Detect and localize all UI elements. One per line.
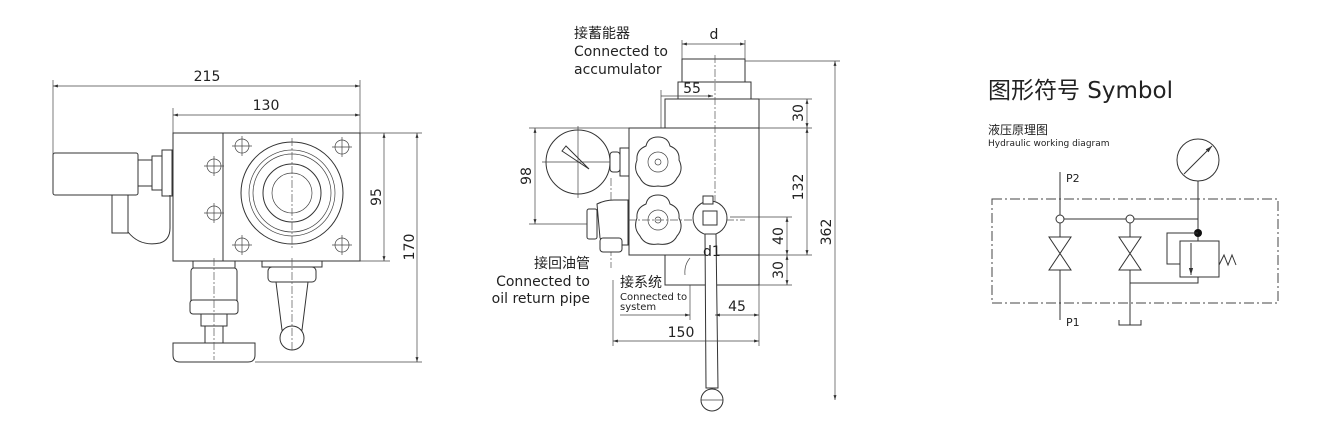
- return-label-en2: oil return pipe: [492, 291, 590, 307]
- return-pipe-fitting: [586, 199, 629, 253]
- spring-icon: [1218, 253, 1237, 267]
- accumulator-cap: [681, 58, 746, 83]
- dim-45-label: 45: [728, 299, 746, 315]
- valve-knob-bottom: [628, 194, 745, 245]
- left-view: 215 130 95 170: [52, 69, 422, 363]
- d1-label: d1: [703, 244, 721, 260]
- dim-130-label: 130: [253, 98, 280, 114]
- dim-150-label: 150: [668, 325, 695, 341]
- dim-55-label: 55: [683, 81, 701, 97]
- symbol-subtitle-en: Hydraulic working diagram: [988, 139, 1110, 149]
- handle-side: [261, 258, 323, 352]
- system-label-cn: 接系统: [620, 274, 662, 291]
- dim-d-label: d: [710, 27, 719, 43]
- port-p1: P1: [1066, 316, 1080, 329]
- accumulator-port-circles: [240, 138, 344, 250]
- shutoff-valve-2: [1118, 236, 1142, 271]
- hydraulic-symbol: 图形符号 Symbol 液压原理图 Hydraulic working diag…: [988, 78, 1279, 329]
- return-fitting: [172, 258, 256, 363]
- accumulator-label-en2: accumulator: [574, 62, 662, 78]
- side-gauge-body: [52, 152, 139, 196]
- return-label-cn: 接回油管: [534, 255, 590, 272]
- accumulator-label-cn: 接蓄能器: [574, 25, 630, 42]
- dim-98-label: 98: [519, 167, 535, 185]
- dim-215-label: 215: [194, 69, 221, 85]
- manifold-block: [172, 132, 361, 262]
- symbol-title: 图形符号 Symbol: [988, 78, 1173, 104]
- dim-30-top-label: 30: [791, 104, 807, 122]
- relief-valve: [1179, 240, 1220, 278]
- boundary-box: [991, 198, 1279, 304]
- accumulator-label-en1: Connected to: [574, 44, 668, 60]
- dim-40-label: 40: [771, 227, 787, 245]
- symbol-subtitle-cn: 液压原理图: [988, 122, 1048, 137]
- dim-362-label: 362: [819, 219, 835, 246]
- return-label-en1: Connected to: [496, 274, 590, 290]
- dim-170-label: 170: [402, 234, 418, 261]
- pressure-gauge: [542, 126, 630, 268]
- tank-symbol: [1118, 320, 1142, 326]
- dim-30-bottom-label: 30: [771, 261, 787, 279]
- lever-handle: d1: [684, 195, 728, 412]
- system-label-en1: Connected to: [620, 292, 687, 303]
- system-label-en2: system: [620, 302, 656, 313]
- valve-knob-top: [635, 136, 682, 187]
- port-p2: P2: [1066, 172, 1080, 185]
- bolt-holes: [204, 136, 352, 255]
- dim-95-label: 95: [369, 188, 385, 206]
- dim-132-label: 132: [791, 174, 807, 201]
- shutoff-valve-1: [1048, 236, 1072, 271]
- front-view: 接蓄能器 Connected to accumulator 接回油管 Conne…: [492, 25, 840, 412]
